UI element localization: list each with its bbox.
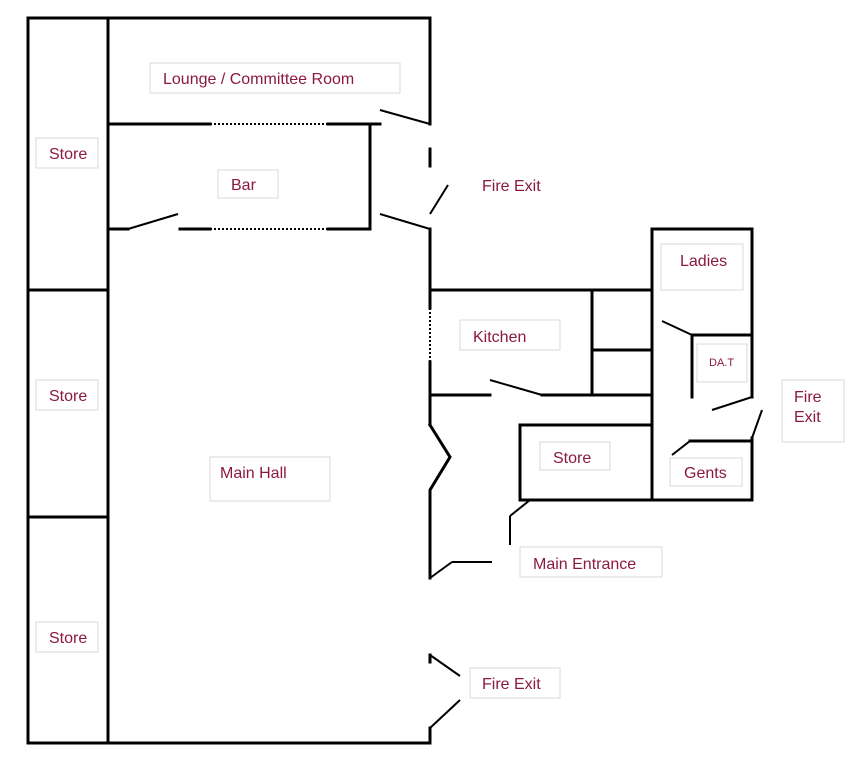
store-inner-label-text: Store — [553, 450, 591, 467]
gents-label-text: Gents — [684, 465, 727, 482]
fire-exit-right-label-line1: Fire — [794, 389, 822, 406]
store-left-mid-label: Store — [35, 379, 99, 411]
fire-exit-bottom-label-text: Fire Exit — [482, 676, 541, 693]
main-entrance-label: Main Entrance — [519, 546, 663, 578]
fire-exit-bottom-door-upper — [429, 654, 461, 677]
open-partitions — [210, 123, 431, 362]
store-left-top-label-text: Store — [49, 146, 87, 163]
fire-exit-right-door — [751, 409, 763, 439]
fire-exit-bottom-label: Fire Exit — [469, 667, 561, 699]
kitchen-label: Kitchen — [459, 319, 561, 351]
dat-label-text: DA.T — [709, 357, 734, 369]
fire-exit-bottom-door-lower — [429, 699, 461, 729]
main-hall-label-text: Main Hall — [220, 465, 287, 482]
main-entrance-label-text: Main Entrance — [533, 556, 636, 573]
bar-label-text: Bar — [231, 177, 257, 194]
main-entrance-door-lower — [429, 561, 453, 579]
kitchen-label-text: Kitchen — [473, 329, 526, 346]
store-left-top-label: Store — [35, 137, 99, 169]
ladies-label: Ladies — [660, 243, 744, 291]
lounge-label: Lounge / Committee Room — [149, 62, 401, 94]
building-walls — [26, 16, 754, 745]
lounge-door — [379, 109, 431, 125]
gents-door — [671, 440, 691, 456]
bar-label: Bar — [217, 169, 279, 199]
fire-exit-top-label-text: Fire Exit — [482, 178, 541, 195]
ladies-label-text: Ladies — [680, 253, 727, 270]
ladies-door — [661, 320, 693, 336]
fire-exit-top-door — [429, 184, 449, 215]
store-left-bottom-label-text: Store — [49, 630, 87, 647]
fire-exit-right-label: Fire Exit — [781, 379, 845, 443]
dat-door — [711, 396, 753, 411]
store-left-bottom-label: Store — [35, 621, 99, 653]
bar-door — [127, 213, 179, 230]
main-hall-label: Main Hall — [209, 456, 331, 502]
room-labels: Lounge / Committee Room Bar Store Store … — [35, 62, 845, 699]
store-left-mid-label-text: Store — [49, 388, 87, 405]
fire-exit-top-label: Fire Exit — [470, 170, 560, 200]
dat-label: DA.T — [696, 343, 748, 383]
store-inner-label: Store — [539, 441, 611, 471]
kitchen-door — [489, 379, 543, 396]
lounge-label-text: Lounge / Committee Room — [163, 71, 354, 88]
gents-label: Gents — [669, 457, 743, 487]
bar-side-door — [379, 213, 431, 230]
fire-exit-right-label-line2: Exit — [794, 409, 821, 426]
doors — [127, 109, 763, 729]
main-entrance-door-upper-leaf — [509, 499, 531, 517]
